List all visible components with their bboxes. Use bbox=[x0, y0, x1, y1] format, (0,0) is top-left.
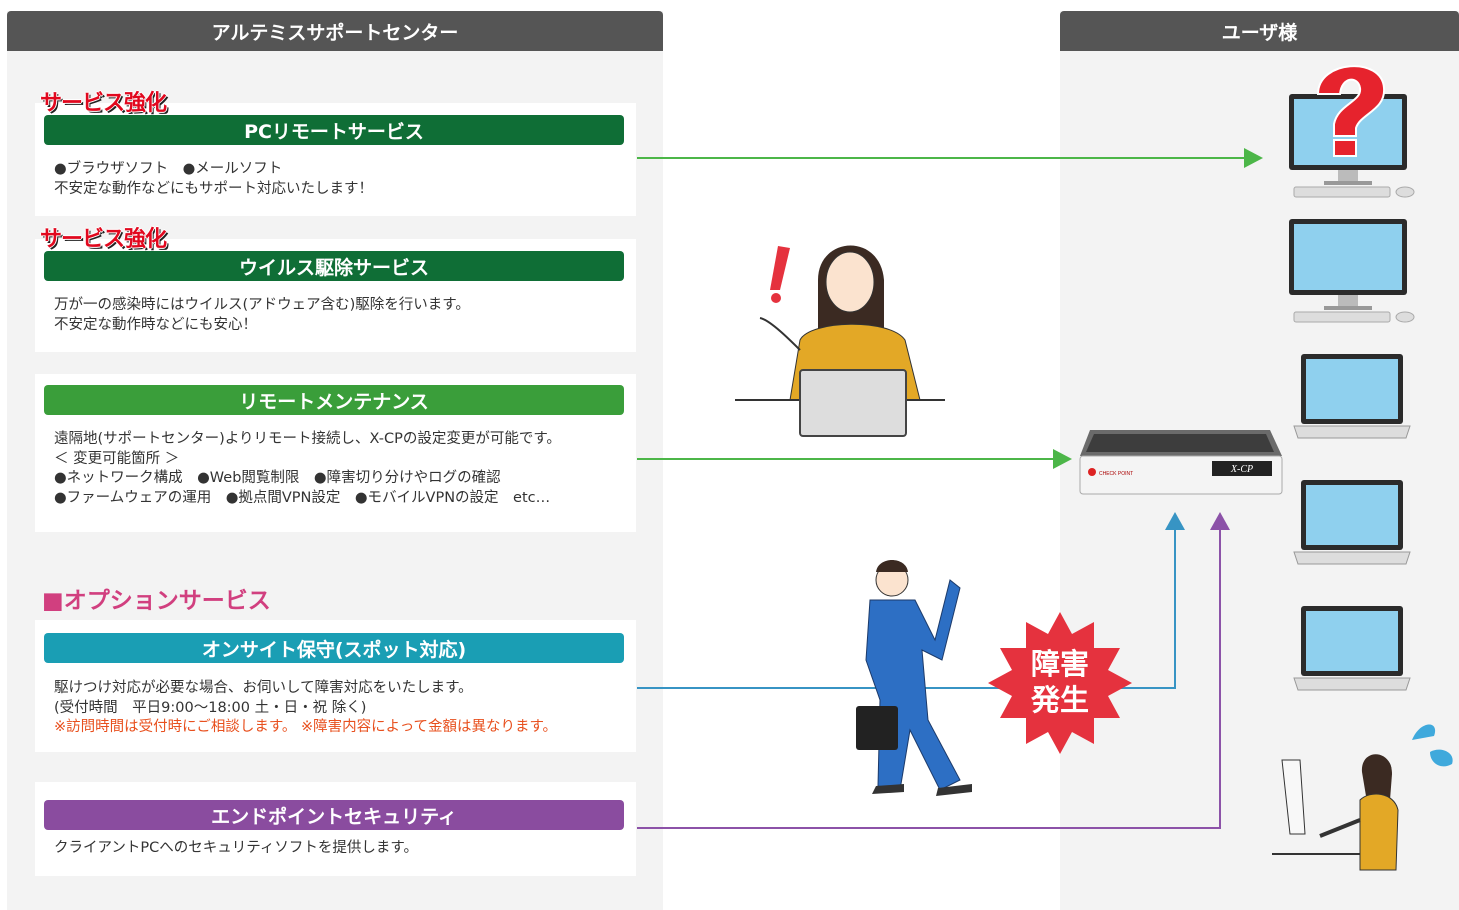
device-model: X-CP bbox=[1230, 464, 1253, 475]
desc-line: ●ファームウェアの運用 ●拠点間VPN設定 ●モバイルVPNの設定 etc… bbox=[54, 489, 551, 506]
service-card-virus: ウイルス駆除サービス 万が一の感染時にはウイルス(アドウェア含む)駆除を行います… bbox=[35, 239, 636, 352]
incident-label: 障害 発生 bbox=[1015, 646, 1105, 718]
service-card-onsite: オンサイト保守(スポット対応) 駆けつけ対応が必要な場合、お伺いして障害対応をい… bbox=[35, 620, 636, 752]
arrow-onsite bbox=[637, 512, 1185, 689]
arrow-endpoint bbox=[637, 512, 1230, 829]
desc-line: (受付時間 平日9:00〜18:00 土・日・祝 除く) bbox=[54, 699, 367, 716]
incident-line-1: 障害 bbox=[1030, 647, 1089, 681]
worried-user-illustration bbox=[1272, 724, 1453, 871]
question-mark-icon bbox=[1316, 65, 1386, 157]
desktop-pc-icon bbox=[1289, 219, 1415, 323]
technician-illustration bbox=[856, 560, 972, 796]
option-services-heading: ■オプションサービス bbox=[42, 588, 271, 614]
desc-line: 遠隔地(サポートセンター)よりリモート接続し、X-CPの設定変更が可能です。 bbox=[54, 431, 561, 447]
laptop-icon bbox=[1293, 354, 1411, 439]
laptop-icon bbox=[1293, 606, 1411, 691]
service-card-remote-maintenance: リモートメンテナンス 遠隔地(サポートセンター)よりリモート接続し、X-CPの設… bbox=[35, 374, 636, 532]
service-enhanced-tag-2: サービス強化 bbox=[40, 227, 167, 252]
burst-icon bbox=[988, 612, 1132, 754]
laptop-icon bbox=[1293, 480, 1411, 565]
arrow-remote-maintenance bbox=[637, 449, 1072, 469]
desc-line: 万が一の感染時にはウイルス(アドウェア含む)駆除を行います。 bbox=[54, 297, 470, 313]
service-desc-remote-maintenance: 遠隔地(サポートセンター)よりリモート接続し、X-CPの設定変更が可能です。 ＜… bbox=[54, 430, 561, 508]
service-desc-pc-remote: ●ブラウザソフト ●メールソフト 不安定な動作などにもサポート対応いたします！ bbox=[54, 160, 373, 199]
desc-line: ●ネットワーク構成 ●Web閲覧制限 ●障害切り分けやログの確認 bbox=[54, 470, 501, 486]
desc-line: クライアントPCへのセキュリティソフトを提供します。 bbox=[54, 840, 418, 856]
incident-line-2: 発生 bbox=[1030, 683, 1089, 717]
desc-line: ＜ 変更可能箇所 ＞ bbox=[54, 450, 180, 467]
service-desc-endpoint: クライアントPCへのセキュリティソフトを提供します。 bbox=[54, 839, 418, 859]
service-card-pc-remote: PCリモートサービス ●ブラウザソフト ●メールソフト 不安定な動作などにもサポ… bbox=[35, 103, 636, 216]
operator-illustration bbox=[735, 245, 945, 437]
service-title-remote-maintenance: リモートメンテナンス bbox=[44, 385, 624, 415]
desc-line: 不安定な動作などにもサポート対応いたします！ bbox=[54, 180, 373, 197]
desc-line: ●ブラウザソフト ●メールソフト bbox=[54, 161, 283, 177]
desc-line: 不安定な動作時などにも安心！ bbox=[54, 316, 257, 333]
service-desc-onsite: 駆けつけ対応が必要な場合、お伺いして障害対応をいたします。 (受付時間 平日9:… bbox=[54, 679, 557, 738]
firewall-appliance-icon: X-CP CHECK POINT bbox=[1079, 430, 1283, 495]
service-enhanced-tag-1: サービス強化 bbox=[40, 91, 167, 116]
desc-line: 駆けつけ対応が必要な場合、お伺いして障害対応をいたします。 bbox=[54, 680, 473, 696]
support-center-header: アルテミスサポートセンター bbox=[7, 11, 663, 51]
service-title-virus: ウイルス駆除サービス bbox=[44, 251, 624, 281]
service-title-pc-remote: PCリモートサービス bbox=[44, 115, 624, 145]
service-desc-virus: 万が一の感染時にはウイルス(アドウェア含む)駆除を行います。 不安定な動作時など… bbox=[54, 296, 470, 335]
device-brand: CHECK POINT bbox=[1099, 471, 1133, 477]
arrow-pc-remote bbox=[637, 148, 1263, 168]
service-title-onsite: オンサイト保守(スポット対応) bbox=[44, 633, 624, 663]
user-header: ユーザ様 bbox=[1060, 11, 1459, 51]
desc-note: ※訪問時間は受付時にご相談します。 ※障害内容によって金額は異なります。 bbox=[54, 719, 558, 735]
service-title-endpoint: エンドポイントセキュリティ bbox=[44, 800, 624, 830]
service-card-endpoint: エンドポイントセキュリティ クライアントPCへのセキュリティソフトを提供します。 bbox=[35, 782, 636, 876]
